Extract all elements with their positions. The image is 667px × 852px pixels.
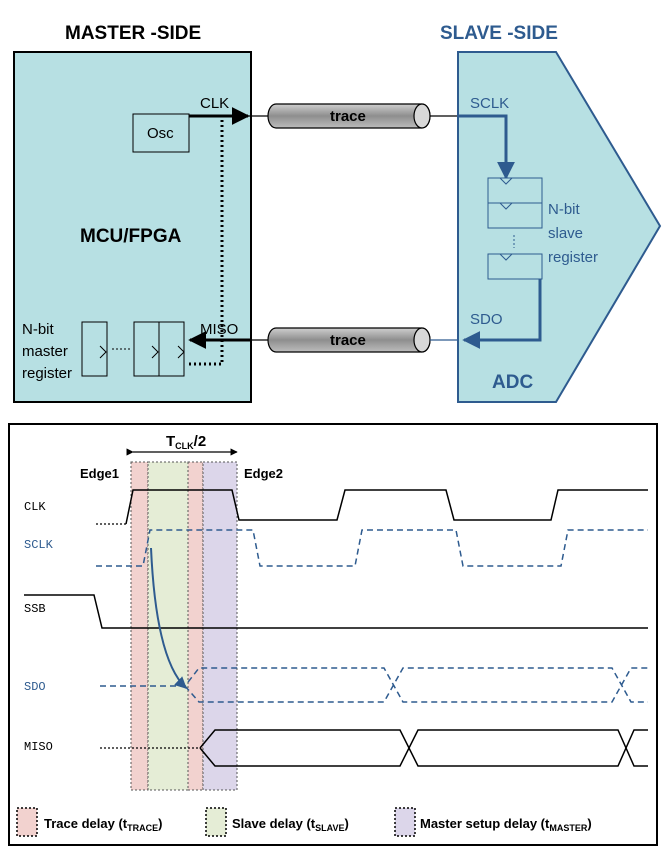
slave-reg-cell-3 xyxy=(487,253,543,280)
trace-bottom: trace xyxy=(267,327,431,353)
signal-label-ssb: SSB xyxy=(24,602,46,616)
legend-swatch-slave xyxy=(205,807,227,837)
signal-label-sclk: SCLK xyxy=(24,538,54,552)
tclk-half-label: TCLK/2 xyxy=(166,433,206,451)
trace-top-label: trace xyxy=(330,108,366,125)
master-reg-clock-3 xyxy=(177,345,185,359)
trace-delay-band-2 xyxy=(187,461,204,791)
legend-label-master: Master setup delay (tMASTER) xyxy=(420,816,592,833)
legend-swatch-trace xyxy=(16,807,38,837)
trace-delay-band-1 xyxy=(130,461,149,791)
mcu-fpga-box xyxy=(13,51,252,403)
sclk-to-sdo-arrow xyxy=(150,547,187,689)
master-reg-clock-2 xyxy=(151,345,159,359)
miso-label: MISO xyxy=(200,321,238,338)
miso-wave-lower xyxy=(199,729,648,767)
ssb-wave xyxy=(24,594,648,629)
slave-reg-clock-3 xyxy=(499,253,513,261)
block-diagram: MASTER -SIDE SLAVE -SIDE MCU/FPGA Osc CL… xyxy=(13,23,662,403)
edge1-label: Edge1 xyxy=(80,466,119,481)
legend: Trace delay (tTRACE) Slave delay (tSLAVE… xyxy=(16,807,592,837)
master-reg-label-3: register xyxy=(22,365,72,382)
legend-label-slave: Slave delay (tSLAVE) xyxy=(232,816,349,833)
mcu-label: MCU/FPGA xyxy=(80,226,182,247)
slave-side-title: SLAVE -SIDE xyxy=(440,23,558,44)
miso-wave-upper xyxy=(199,729,648,767)
slave-delay-band xyxy=(147,461,189,791)
master-reg-cell-3 xyxy=(158,321,185,377)
slave-reg-label-2: slave xyxy=(548,225,583,242)
timing-diagram: TCLK/2 Edge1 Edge2 CLK SCLK SSB SDO MISO… xyxy=(8,423,658,846)
osc-label: Osc xyxy=(147,125,174,142)
clk-label: CLK xyxy=(200,95,229,112)
legend-label-trace: Trace delay (tTRACE) xyxy=(44,816,162,833)
clk-wave xyxy=(125,489,648,525)
osc-box xyxy=(132,113,190,153)
adc-label: ADC xyxy=(492,372,533,393)
sdo-wave-lower xyxy=(184,667,648,703)
sdo-label: SDO xyxy=(470,311,503,328)
sdo-arrow xyxy=(462,279,542,349)
slave-reg-clock-1 xyxy=(499,177,513,185)
trace-bottom-label: trace xyxy=(330,332,366,349)
signal-label-sdo: SDO xyxy=(24,680,46,694)
adc-block xyxy=(457,51,662,403)
slave-reg-cell-1 xyxy=(487,177,543,204)
signal-label-miso: MISO xyxy=(24,740,53,754)
timing-frame xyxy=(8,423,658,846)
slave-reg-cell-2 xyxy=(487,202,543,229)
master-reg-label-2: master xyxy=(22,343,68,360)
master-reg-clock-1 xyxy=(99,345,107,359)
clk-loopback-dotted xyxy=(186,120,224,366)
legend-swatch-master xyxy=(394,807,416,837)
slave-reg-clock-2 xyxy=(499,202,513,210)
slave-reg-label-1: N-bit xyxy=(548,201,581,218)
master-setup-band xyxy=(202,461,238,791)
master-reg-label-1: N-bit xyxy=(22,321,55,338)
master-side-title: MASTER -SIDE xyxy=(65,23,201,44)
slave-reg-label-3: register xyxy=(548,249,598,266)
edge2-label: Edge2 xyxy=(244,466,283,481)
sclk-label: SCLK xyxy=(470,95,509,112)
trace-top: trace xyxy=(267,103,431,129)
signal-label-clk: CLK xyxy=(24,500,46,514)
sclk-arrow xyxy=(458,114,515,180)
